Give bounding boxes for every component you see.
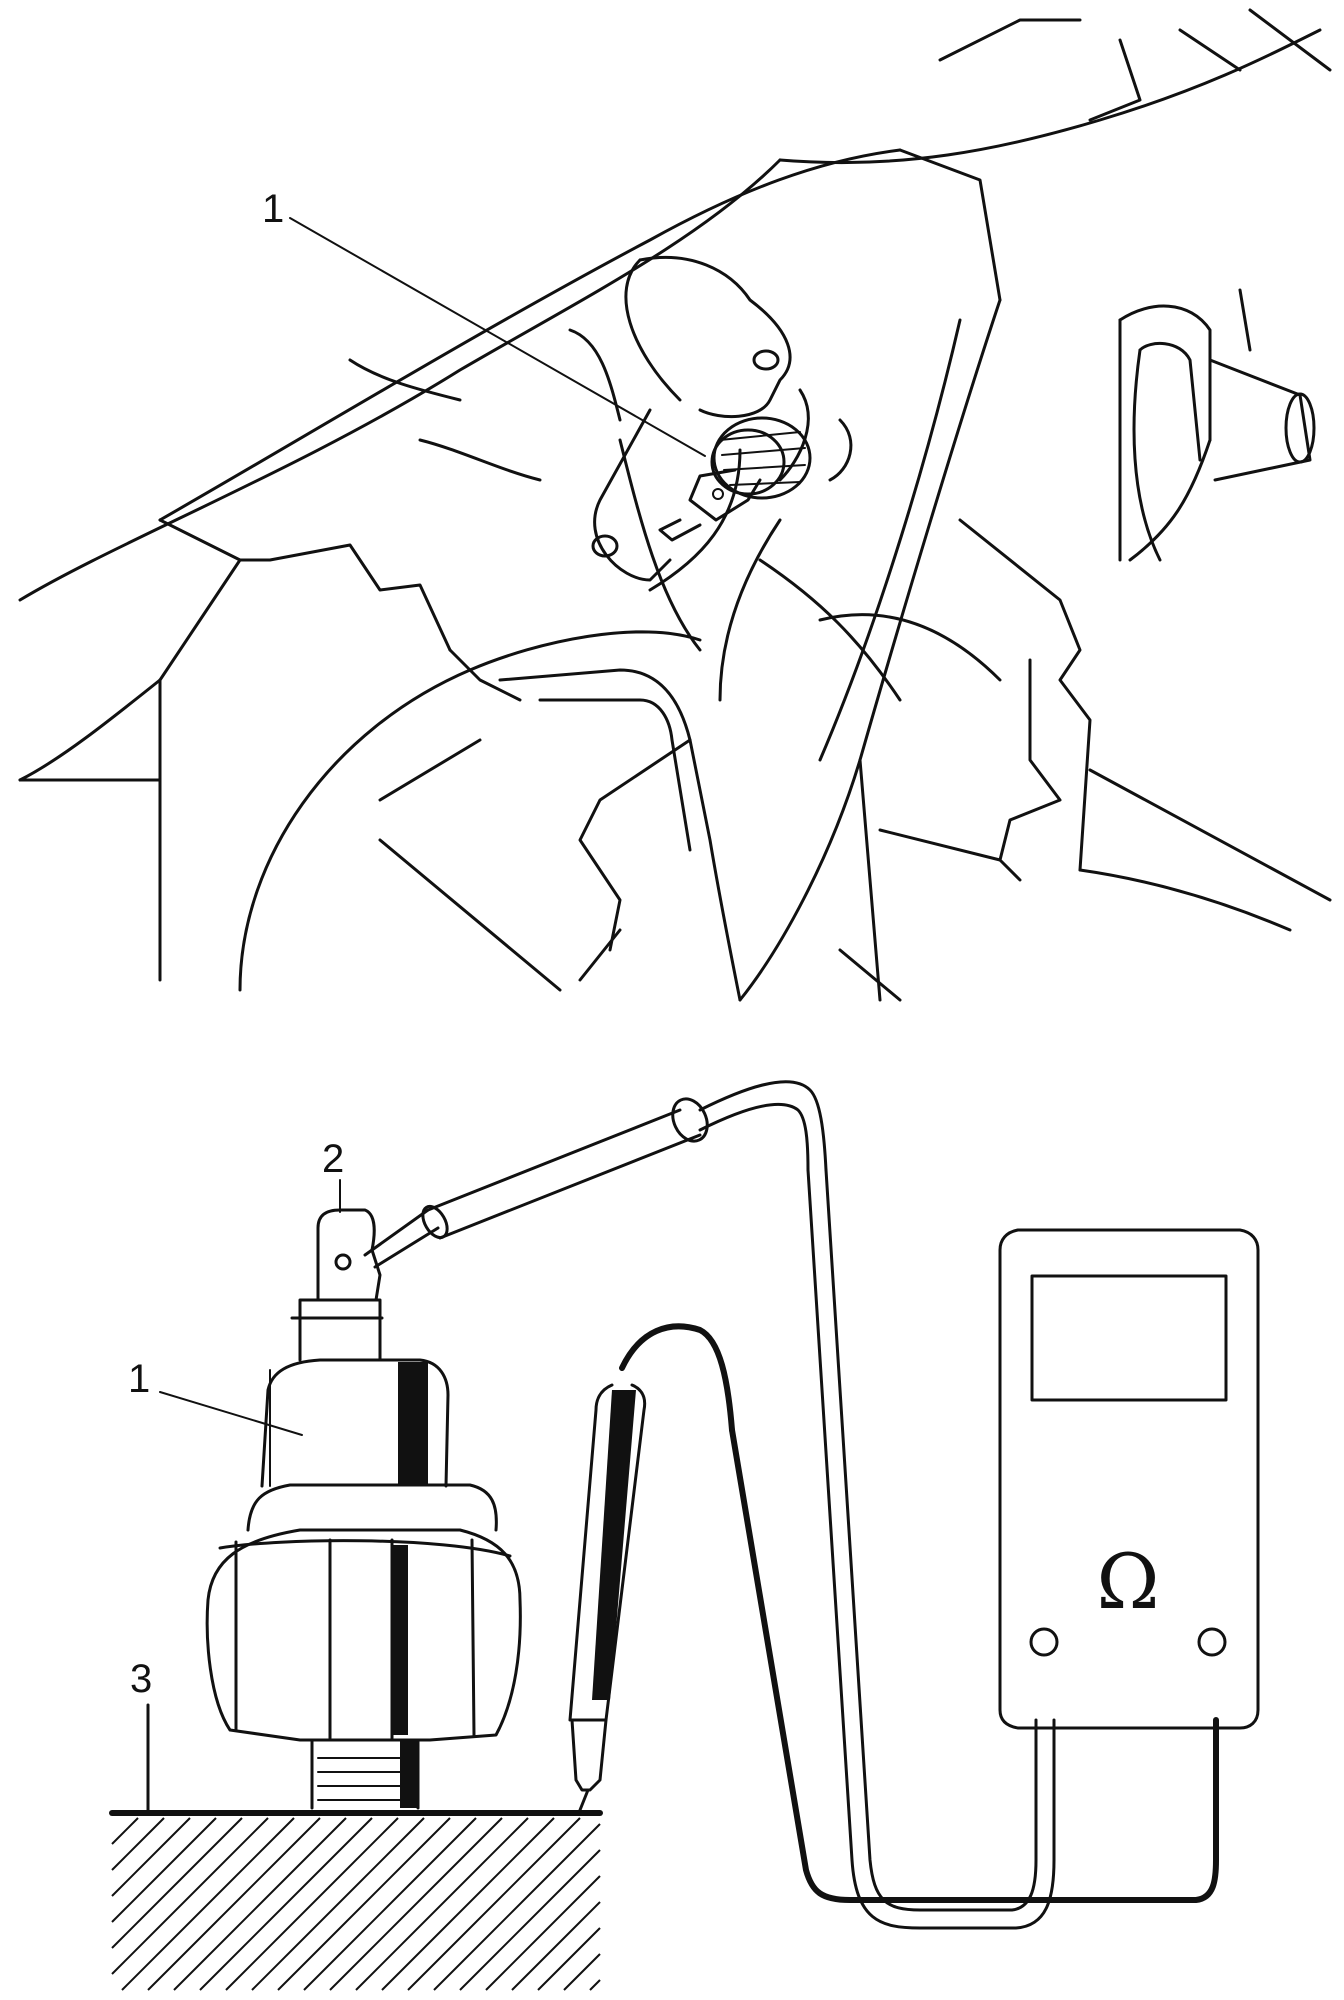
hatch-line bbox=[355, 1817, 529, 1991]
hatch-line bbox=[111, 1817, 191, 1897]
oil-pressure-switch bbox=[205, 1208, 522, 1810]
hatch-line bbox=[407, 1817, 581, 1991]
hatch-line bbox=[563, 1953, 601, 1991]
meter-jack-left bbox=[1029, 1627, 1059, 1657]
test-probe-lower bbox=[568, 1323, 1219, 1903]
hatch-line bbox=[121, 1817, 295, 1991]
bottom-callout-2: 2 bbox=[322, 1137, 344, 1213]
callout-label: 2 bbox=[322, 1137, 344, 1181]
test-probe-upper bbox=[363, 1080, 1056, 1930]
hatch-line bbox=[111, 1817, 139, 1845]
hatch-line bbox=[111, 1817, 165, 1871]
hatch-line bbox=[537, 1927, 601, 1991]
hatching bbox=[111, 1817, 601, 1991]
hatch-line bbox=[511, 1901, 601, 1991]
hatch-line bbox=[329, 1817, 503, 1991]
hatch-line bbox=[433, 1823, 601, 1991]
hatch-line bbox=[251, 1817, 425, 1991]
ground-surface bbox=[109, 1703, 603, 1991]
callout-label: 3 bbox=[130, 1657, 152, 1701]
hatch-line bbox=[589, 1979, 601, 1991]
engine-outline bbox=[18, 8, 1332, 1002]
ohm-symbol: Ω bbox=[1096, 1537, 1159, 1626]
hatch-line bbox=[225, 1817, 399, 1991]
ohmmeter: Ω bbox=[998, 1228, 1260, 1730]
callout-label: 1 bbox=[128, 1357, 150, 1401]
hatch-line bbox=[381, 1817, 555, 1991]
meter-jack-right bbox=[1197, 1627, 1227, 1657]
bottom-callout-1: 1 bbox=[128, 1357, 303, 1436]
hatch-line bbox=[111, 1817, 243, 1949]
meter-display bbox=[1030, 1274, 1228, 1402]
hatch-line bbox=[111, 1817, 217, 1923]
hatch-line bbox=[485, 1875, 601, 1991]
hatch-line bbox=[303, 1817, 477, 1991]
continuity-test-view: Ω 2 1 3 bbox=[109, 1080, 1260, 1991]
hatch-line bbox=[277, 1817, 451, 1991]
bottom-callout-3: 3 bbox=[130, 1657, 152, 1701]
hatch-line bbox=[147, 1817, 321, 1991]
oil-pressure-switch-installed bbox=[658, 416, 812, 542]
hatch-line bbox=[459, 1849, 601, 1991]
top-callout-1: 1 bbox=[262, 187, 706, 457]
hatch-line bbox=[111, 1817, 269, 1975]
engine-installation-view: 1 bbox=[18, 8, 1332, 1002]
callout-label: 1 bbox=[262, 187, 284, 231]
hatch-line bbox=[199, 1817, 373, 1991]
hatch-line bbox=[173, 1817, 347, 1991]
